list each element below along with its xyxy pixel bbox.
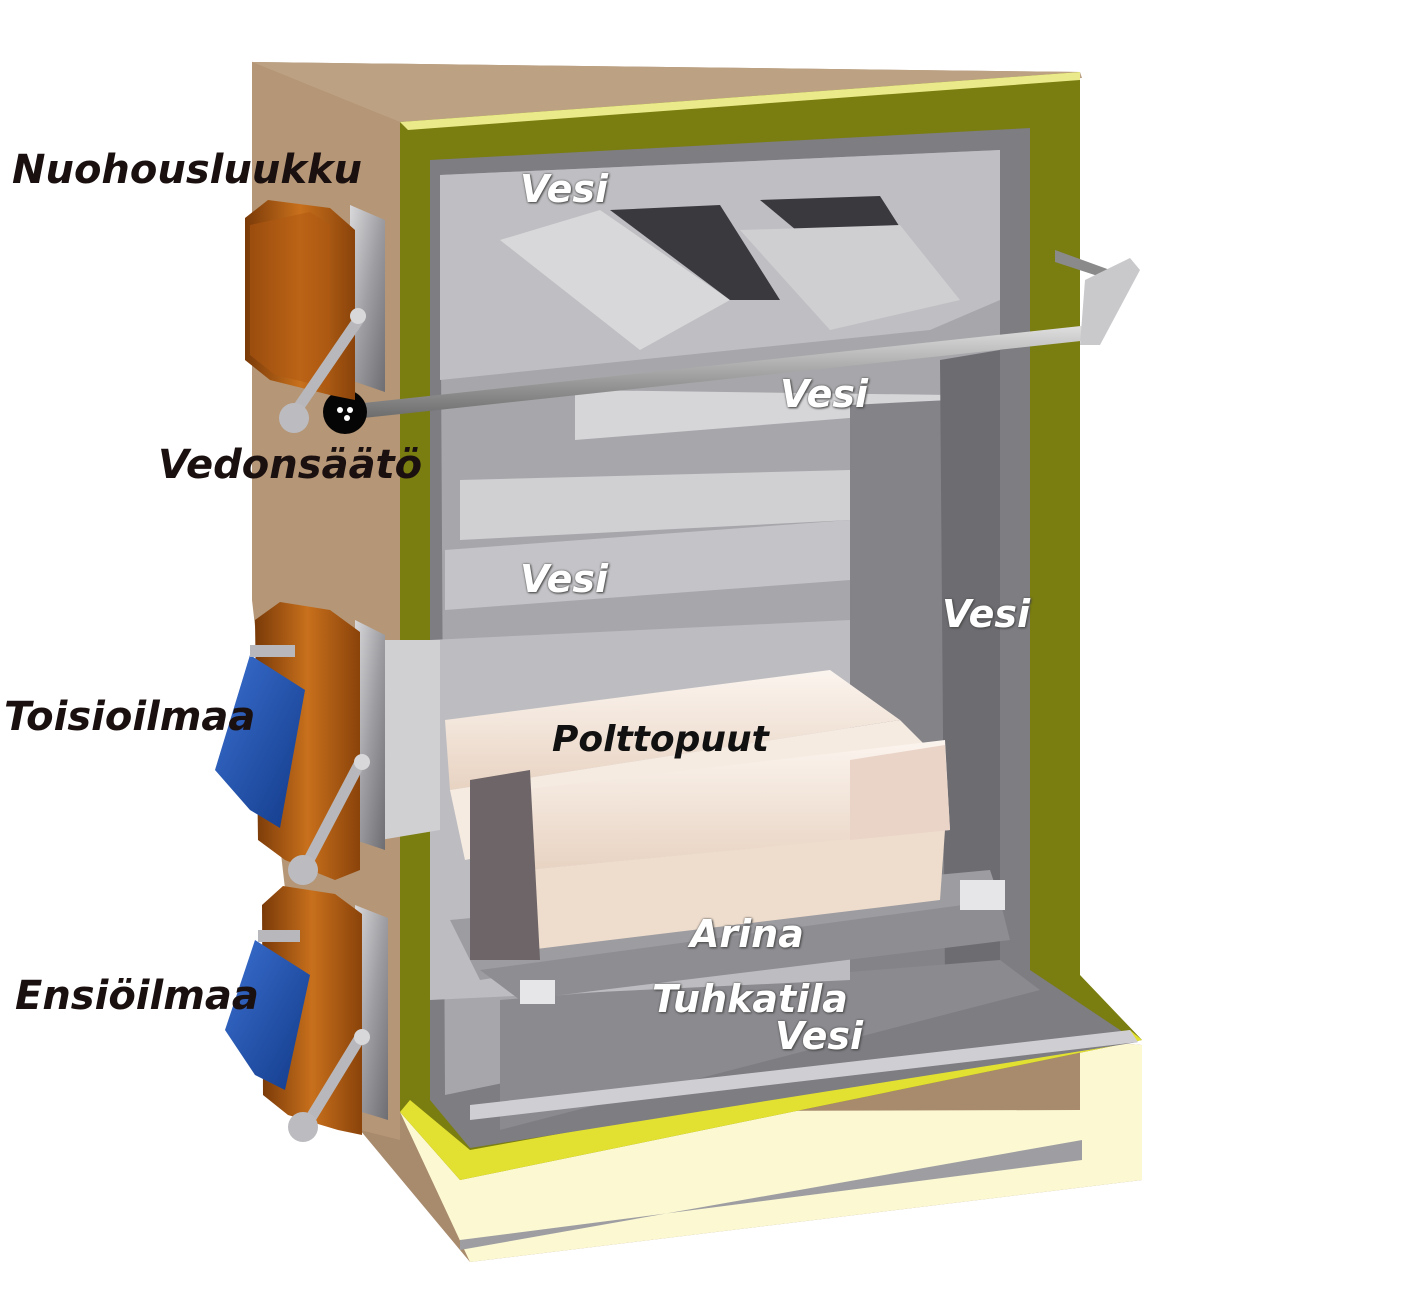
label-vesi-right: Vesi xyxy=(942,592,1031,636)
label-nuohousluukku: Nuohousluukku xyxy=(12,147,363,193)
firewood xyxy=(445,670,950,960)
cleaning-door xyxy=(245,200,385,400)
label-toisioilmaa: Toisioilmaa xyxy=(4,694,256,740)
label-tuhkatila: Tuhkatila xyxy=(652,977,848,1021)
secondary-air-flap xyxy=(215,645,305,828)
label-vedonsaato: Vedonsäätö xyxy=(158,442,423,488)
label-vesi-top: Vesi xyxy=(520,167,609,211)
label-vesi-lower: Vesi xyxy=(520,557,609,601)
label-ensioilmaa: Ensiöilmaa xyxy=(15,973,259,1019)
label-vesi-bottom: Vesi xyxy=(775,1014,864,1058)
secondary-air-handle xyxy=(288,754,370,885)
primary-air-flap xyxy=(225,930,310,1090)
label-vesi-mid: Vesi xyxy=(780,372,869,416)
draft-control-rod xyxy=(323,250,1140,434)
label-polttopuut: Polttopuut xyxy=(552,719,769,760)
label-arina: Arina xyxy=(690,912,804,956)
primary-air-handle xyxy=(288,1029,370,1142)
cleaning-door-handle xyxy=(279,308,366,433)
